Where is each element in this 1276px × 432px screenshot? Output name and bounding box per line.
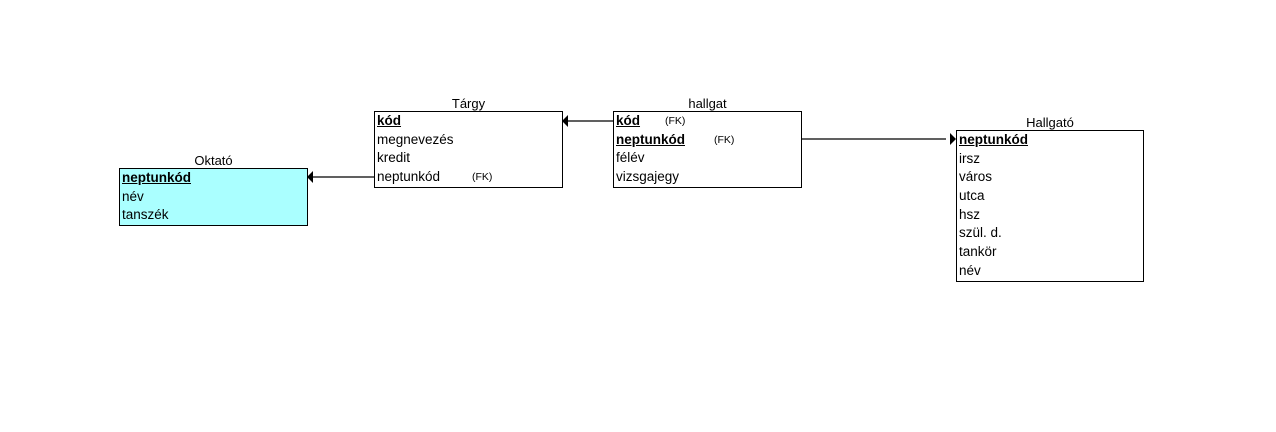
entity-targy[interactable]: Tárgy kód megnevezés kredit neptunkód (F… [374, 96, 563, 188]
field-row[interactable]: hsz [957, 206, 1143, 225]
field-label: félév [616, 150, 645, 166]
field-label: utca [959, 188, 985, 204]
entity-hallgato[interactable]: Hallgató neptunkód irsz város utca hsz s… [956, 115, 1144, 282]
field-label: vizsgajegy [616, 169, 680, 185]
field-label: név [959, 262, 981, 278]
field-row[interactable]: utca [957, 187, 1143, 206]
arrowhead-icon [307, 171, 313, 183]
field-label: irsz [959, 150, 980, 166]
field-row[interactable]: név [957, 262, 1143, 281]
field-label: neptunkód [377, 169, 441, 185]
field-row[interactable]: szül. d. [957, 224, 1143, 243]
primary-key-field: neptunkód [959, 132, 1028, 147]
foreign-key-tag: (FK) [665, 115, 686, 127]
field-row[interactable]: félév [614, 149, 801, 168]
field-row[interactable]: kredit [375, 149, 562, 168]
entity-oktato[interactable]: Oktató neptunkód név tanszék [119, 153, 308, 226]
foreign-key-tag: (FK) [472, 171, 493, 184]
entity-box: kód (FK) neptunkód (FK) félév vizsgajegy [613, 111, 802, 188]
entity-title: Tárgy [451, 96, 486, 111]
primary-key-field: neptunkód [616, 131, 685, 147]
connector-targy-oktato [307, 171, 375, 183]
field-row[interactable]: kód [375, 112, 562, 131]
primary-key-field: neptunkód [122, 170, 191, 185]
field-row[interactable]: neptunkód [120, 169, 307, 188]
field-row[interactable]: kód (FK) [614, 112, 801, 131]
field-row[interactable]: megnevezés [375, 131, 562, 150]
field-row[interactable]: név [120, 188, 307, 207]
primary-key-field: kód [377, 113, 402, 128]
entity-hallgat[interactable]: hallgat kód (FK) neptunkód (FK) félév vi… [613, 96, 802, 188]
entity-title: Hallgató [1026, 115, 1074, 130]
field-label: város [959, 169, 993, 185]
field-label: hsz [959, 206, 981, 222]
arrowhead-icon [562, 115, 568, 127]
field-label: szül. d. [959, 225, 1002, 241]
connector-hallgat-hallgato [801, 133, 956, 145]
entity-box: neptunkód név tanszék [119, 168, 308, 226]
foreign-key-tag: (FK) [714, 133, 735, 146]
field-label: tanszék [122, 207, 169, 223]
field-row[interactable]: irsz [957, 150, 1143, 169]
entity-title: Oktató [194, 153, 233, 168]
field-row[interactable]: neptunkód (FK) [375, 168, 562, 187]
field-row[interactable]: város [957, 168, 1143, 187]
field-label: tankör [959, 244, 997, 260]
arrowhead-icon [950, 133, 956, 145]
entity-box: neptunkód irsz város utca hsz szül. d. t… [956, 130, 1144, 282]
entity-box: kód megnevezés kredit neptunkód (FK) [374, 111, 563, 188]
field-row[interactable]: tanszék [120, 206, 307, 225]
field-row[interactable]: vizsgajegy [614, 168, 801, 187]
field-label: név [122, 188, 144, 204]
field-row[interactable]: neptunkód (FK) [614, 131, 801, 150]
field-row[interactable]: neptunkód [957, 131, 1143, 150]
field-label: megnevezés [377, 131, 454, 147]
primary-key-field: kód [616, 113, 641, 128]
field-label: kredit [377, 150, 411, 166]
entity-title: hallgat [688, 96, 727, 111]
field-row[interactable]: tankör [957, 243, 1143, 262]
connector-hallgat-targy [562, 115, 614, 127]
